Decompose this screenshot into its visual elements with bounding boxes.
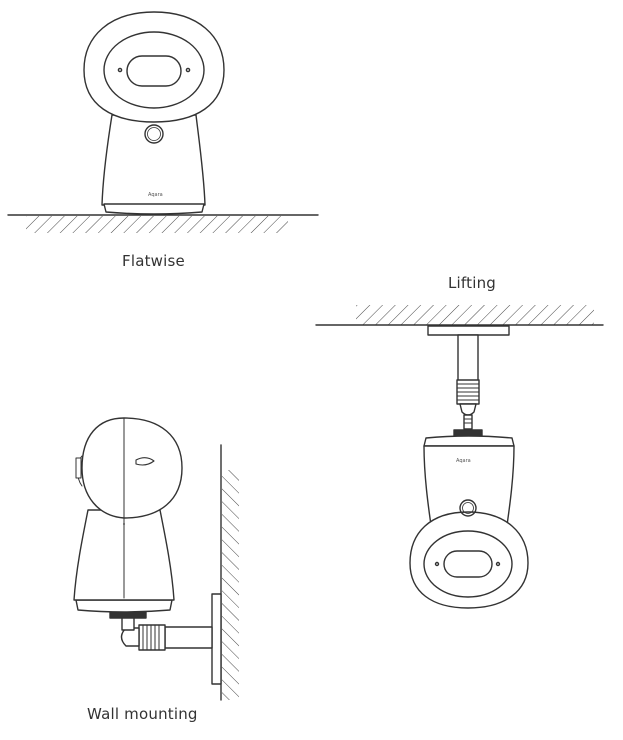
camera-head — [83, 11, 225, 123]
camera-led-right-inverted — [495, 561, 501, 567]
wall-mounting-illustration — [73, 417, 239, 701]
wall-hatch — [222, 470, 239, 700]
camera-lens-window — [126, 55, 182, 87]
ceiling-hatch — [356, 305, 594, 325]
camera-lens-window-inverted — [443, 550, 493, 578]
caption-flatwise: Flatwise — [122, 252, 185, 270]
mount-arm-nut — [109, 611, 147, 619]
camera-face-ring-inverted — [423, 530, 513, 598]
camera-base-side — [75, 599, 173, 613]
mount-stem — [457, 334, 479, 384]
mount-arm — [164, 626, 213, 649]
camera-side-slot — [135, 457, 155, 466]
mount-nut — [453, 429, 483, 437]
caption-lifting: Lifting — [448, 274, 497, 292]
brand-mark: Aqara — [148, 192, 163, 198]
flatwise-illustration: Aqara — [7, 11, 319, 233]
camera-front-edge-detail — [75, 457, 82, 479]
caption-wall-mounting: Wall mounting — [87, 705, 198, 723]
camera-button-inverted — [459, 499, 477, 517]
camera-button-inner-inverted — [462, 502, 474, 514]
camera-head-inverted — [409, 511, 529, 609]
mount-ball-joint — [459, 403, 477, 416]
mount-screw — [463, 414, 473, 430]
camera-side-dot — [123, 523, 125, 525]
camera-led-left-inverted — [434, 561, 440, 567]
ceiling-mount-plate — [427, 325, 510, 336]
camera-led-right — [185, 67, 191, 73]
floor-hatch — [26, 216, 288, 233]
camera-base — [103, 203, 205, 215]
camera-face-ring — [103, 31, 205, 109]
wall-mount-plate — [211, 593, 222, 685]
lifting-illustration: Aqara — [315, 305, 604, 609]
camera-led-left — [117, 67, 123, 73]
camera-button-inner — [147, 127, 161, 141]
camera-base-inverted — [423, 435, 515, 447]
camera-button — [144, 124, 164, 144]
camera-body — [101, 114, 206, 206]
camera-head-side — [81, 417, 183, 519]
brand-mark-inverted: Aqara — [456, 458, 471, 464]
